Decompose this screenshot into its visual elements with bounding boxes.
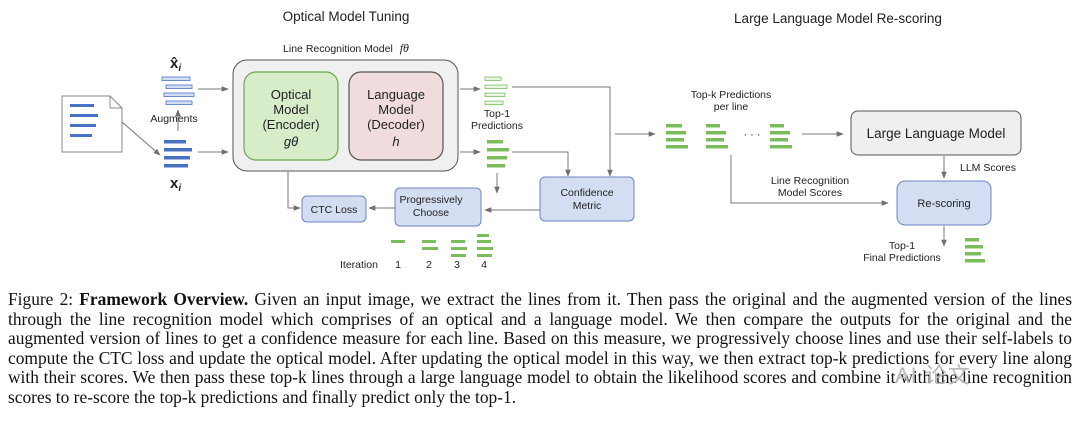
- iteration-number-3: 3: [454, 259, 460, 271]
- topk-lines-k: [770, 124, 792, 149]
- rescoring-label: Re-scoring: [917, 198, 970, 210]
- language-model-line1: Language: [367, 87, 425, 102]
- iteration-number-4: 4: [481, 259, 487, 271]
- final-predictions-line2: Final Predictions: [863, 252, 941, 264]
- watermark: AI 论文: [895, 363, 971, 388]
- iteration-1-lines: [391, 240, 405, 243]
- language-model-line3: (Decoder): [367, 117, 425, 132]
- iteration-label: Iteration: [340, 259, 378, 271]
- topk-predictions-line2: per line: [714, 101, 749, 113]
- confidence-metric-box: [539, 176, 635, 222]
- augments-label: Augments: [150, 113, 197, 125]
- iteration-number-2: 2: [426, 259, 432, 271]
- caption-bold: Framework Overview.: [79, 289, 249, 309]
- progressively-choose-box: [394, 187, 482, 227]
- line-rec-scores-line1: Line Recognition: [771, 175, 849, 187]
- ctc-loss-label: CTC Loss: [311, 204, 358, 216]
- topk-predictions-line1: Top-k Predictions: [691, 89, 772, 101]
- iteration-4-lines: [477, 234, 493, 257]
- arrow-model-to-ctc: [287, 171, 301, 211]
- topk-ellipsis: · · ·: [743, 129, 760, 141]
- final-predictions-line1: Top-1: [889, 240, 915, 252]
- final-predictions-icon: [965, 238, 985, 263]
- optical-symbol: gθ: [284, 134, 298, 149]
- progressively-choose-line2: Choose: [413, 207, 449, 219]
- arrow-aug-preds-to-confidence: [512, 86, 613, 177]
- confidence-metric-line1: Confidence: [560, 187, 613, 199]
- arrow-document-to-lines: [121, 121, 161, 156]
- progressively-choose-line1: Progressively: [399, 194, 463, 206]
- figure-caption: Figure 2: Framework Overview. Given an i…: [8, 289, 1073, 408]
- framework-diagram: Optical Model Tuning Large Language Mode…: [61, 9, 1022, 271]
- llm-box: [850, 110, 1022, 156]
- x-hat-label: x̂i: [170, 55, 181, 74]
- rescoring-box: [896, 180, 992, 226]
- section-title-optical: Optical Model Tuning: [283, 9, 410, 24]
- section-title-llm: Large Language Model Re-scoring: [734, 11, 942, 26]
- language-model-box: [348, 71, 444, 161]
- line-rec-scores-line2: Model Scores: [778, 187, 842, 199]
- optical-model-box: [243, 71, 339, 161]
- arrow-preds-to-confidence: [512, 151, 571, 177]
- optical-model-line1: Optical: [271, 87, 312, 102]
- top1-predictions-line1: Top-1: [484, 108, 510, 120]
- augmented-predictions-icon: [484, 76, 508, 105]
- optical-model-line2: Model: [273, 102, 309, 117]
- original-lines-icon: [164, 140, 192, 168]
- predictions-icon: [487, 140, 509, 168]
- x-label: xi: [170, 175, 181, 194]
- llm-label: Large Language Model: [867, 126, 1006, 141]
- document-icon: [61, 95, 123, 153]
- iteration-number-1: 1: [395, 259, 401, 271]
- optical-model-line3: (Encoder): [262, 117, 319, 132]
- iteration-3-lines: [451, 240, 467, 257]
- llm-scores-label: LLM Scores: [960, 162, 1016, 174]
- topk-lines-2: [706, 124, 728, 149]
- ctc-loss-box: [301, 195, 367, 223]
- top1-predictions-line2: Predictions: [471, 120, 523, 132]
- arrow-topk-to-rescoring: [730, 155, 889, 206]
- language-symbol: h: [392, 134, 399, 149]
- line-rec-model-label: Line Recognition Model fθ: [283, 41, 409, 55]
- confidence-metric-line2: Metric: [573, 200, 602, 212]
- topk-lines-1: [666, 124, 688, 149]
- iteration-2-lines: [422, 240, 438, 250]
- caption-text: Given an input image, we extract the lin…: [8, 289, 1073, 407]
- language-model-line2: Model: [378, 102, 414, 117]
- caption-prefix: Figure 2:: [8, 289, 74, 309]
- augmented-lines-icon: [161, 76, 195, 105]
